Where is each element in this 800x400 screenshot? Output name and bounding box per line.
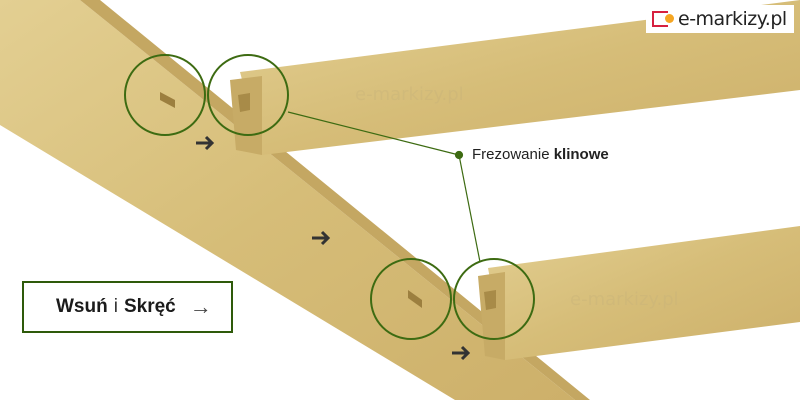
arrow-icon [196,135,215,151]
action-word-1: Wsuń [56,296,108,317]
arrow-icon [312,230,331,246]
logo-text: e-markizy.pl [678,8,787,30]
action-connector: i [113,296,118,317]
milling-callout: Frezowanie klinowe [472,146,609,163]
joint-circle [207,54,289,136]
callout-leader-lines [287,111,481,263]
joint-circle [370,258,452,340]
callout-label-bold: klinowe [553,146,609,163]
arrow-icon [452,345,471,361]
action-word-2: Skręć [123,296,176,317]
lower-beam: e-markizy.pl [478,226,800,360]
upper-beam: e-markizy.pl [230,0,800,155]
joint-highlights [124,54,535,340]
joint-circle [124,54,206,136]
direction-arrows [196,135,471,361]
logo-icon [652,11,674,27]
callout-label: Frezowanie [472,146,550,163]
arrow-right-icon: → [189,294,212,319]
joint-circle [453,258,535,340]
slide-and-twist-label: Wsuń i Skręć → [22,281,233,333]
watermark: e-markizy.pl [570,289,679,310]
watermark: e-markizy.pl [355,84,464,105]
brand-logo[interactable]: e-markizy.pl [646,5,794,33]
